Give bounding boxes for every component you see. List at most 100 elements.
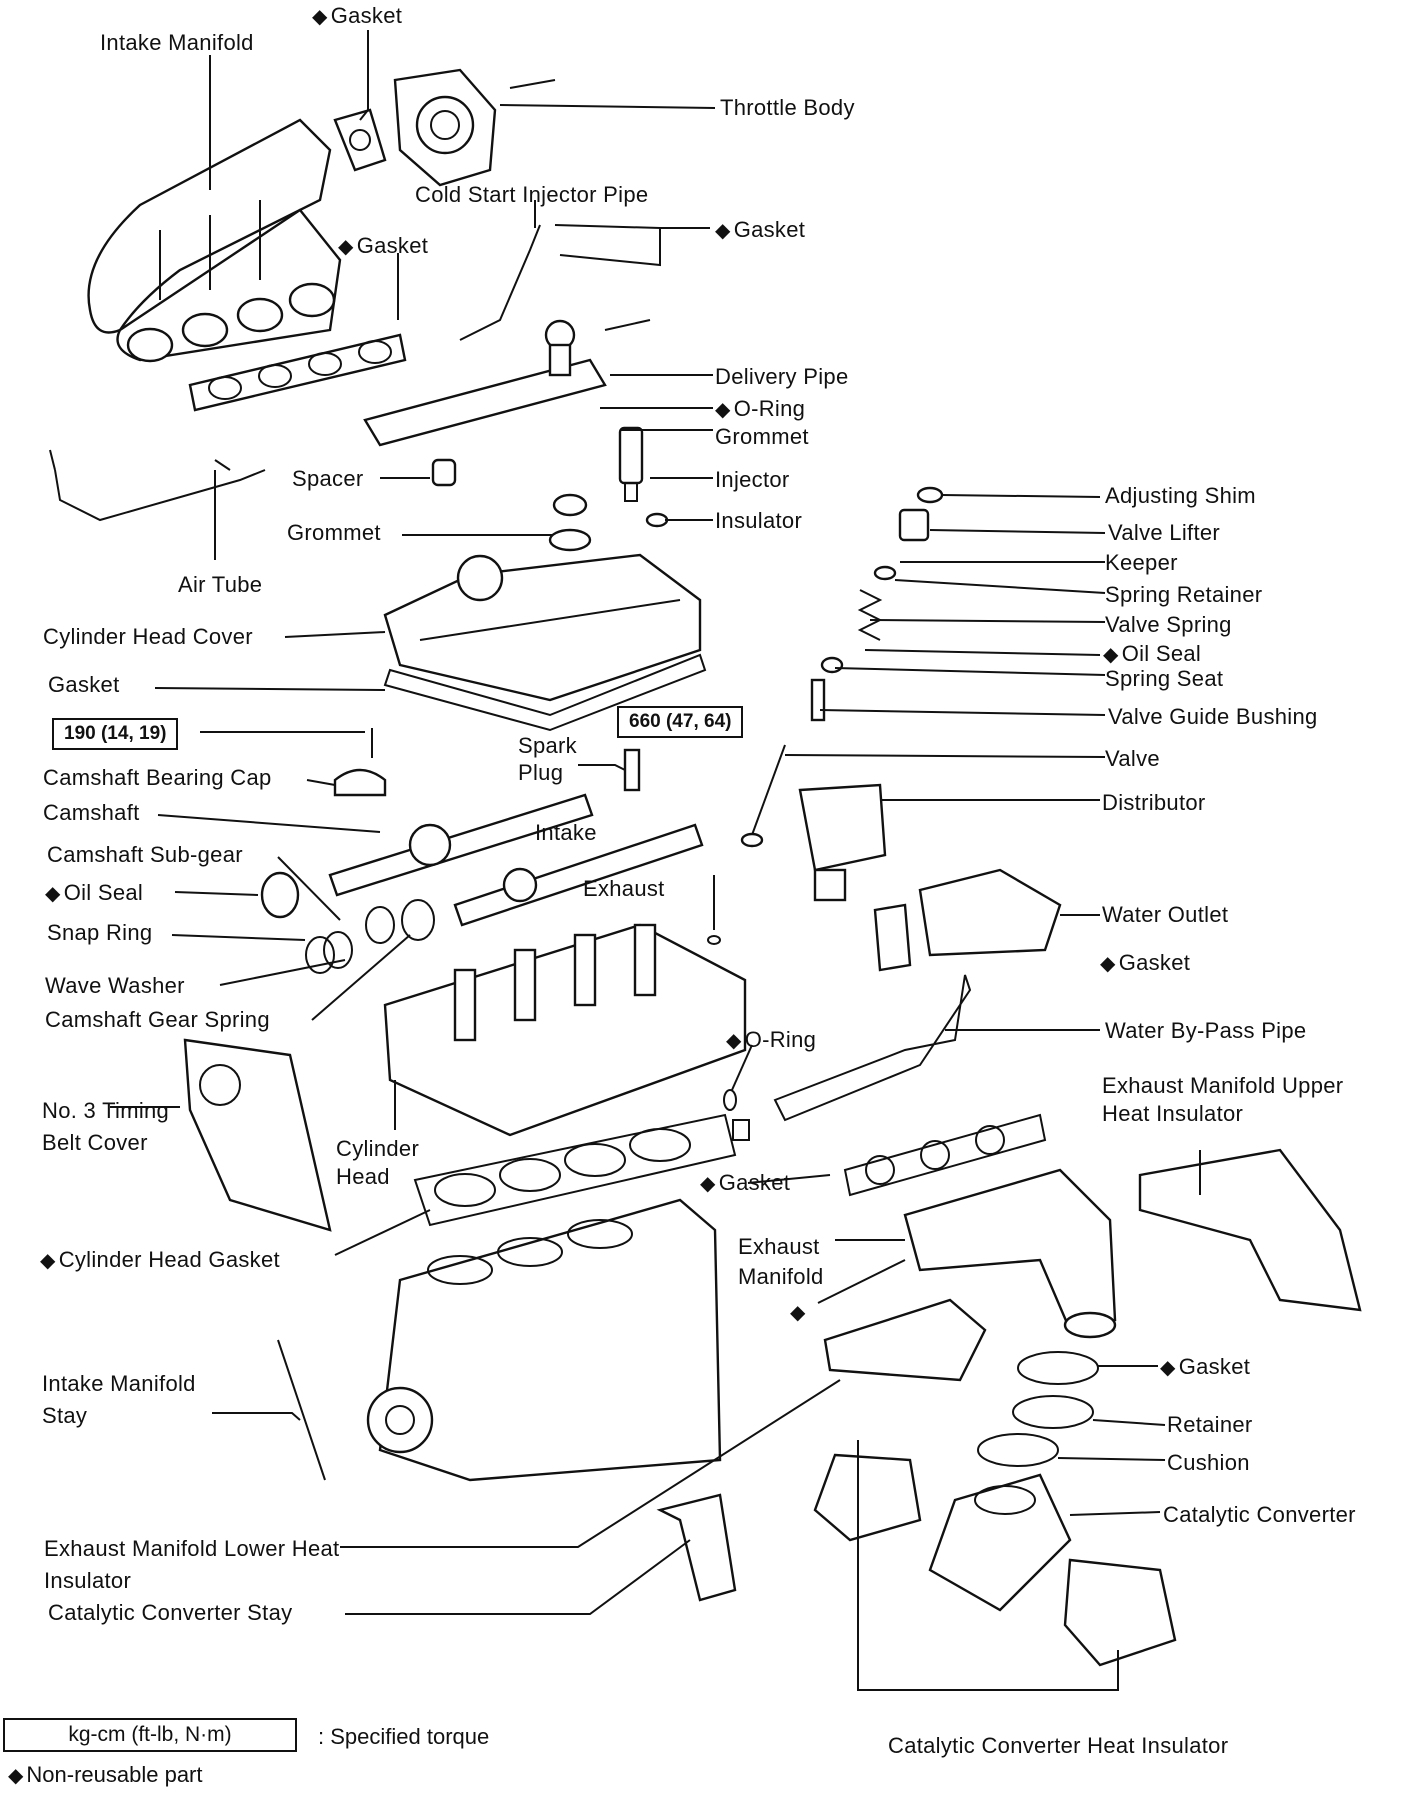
leader-lines [110,30,1201,1691]
bypass-gasket [732,1119,750,1141]
label-intake: Intake [535,820,597,845]
lower-insulator-part [823,1298,987,1382]
label-camshaft-sub-gear: Camshaft Sub-gear [47,842,243,867]
intake-gasket-holes [208,340,392,400]
head-gasket-part [413,1113,737,1227]
head-washer [707,935,721,945]
label-grommet-injector: Grommet [715,424,809,449]
delivery-pipe-part [363,319,651,447]
legend-non-reusable: Non-reusable part [8,1762,202,1788]
label-cylinder-head-cover: Cylinder Head Cover [43,624,253,649]
cold-start-pipe-part [459,224,541,341]
label-spacer: Spacer [292,466,364,491]
exhaust-rings-part [977,1351,1099,1467]
catalytic-stay-part [656,1493,737,1602]
label-valve: Valve [1105,746,1160,771]
label-intake-manifold: Intake Manifold [100,30,254,55]
label-gasket-water-outlet: Gasket [1100,950,1190,977]
label-spring-seat: Spring Seat [1105,666,1224,691]
catalytic-heat-insulator-a [813,1453,922,1542]
legend-torque-desc: : Specified torque [318,1724,490,1749]
label-delivery-pipe: Delivery Pipe [715,364,849,389]
label-o-ring-delivery: O-Ring [715,396,805,423]
valve-train-part [740,486,944,848]
engine-block-part [366,1198,722,1482]
bypass-o-ring [723,1089,737,1111]
cam-seal-rings [260,871,435,974]
label-water-outlet: Water Outlet [1102,902,1229,927]
label-exhaust-manifold: Exhaust Manifold [738,1234,824,1289]
label-gasket-cover: Gasket [48,672,120,697]
exhaust-gasket-part [843,1113,1047,1197]
air-tube-ends [49,449,231,471]
label-gasket-intake: Gasket [338,233,428,260]
water-outlet-part [873,868,1062,972]
grommet-part [548,493,592,552]
label-wave-washer: Wave Washer [45,973,185,998]
cylinder-head-part [383,923,747,1137]
spacer-part [431,458,457,487]
distributor-part [798,783,887,902]
label-snap-ring: Snap Ring [47,920,153,945]
label-distributor: Distributor [1102,790,1206,815]
label-exhaust: Exhaust [583,876,665,901]
label-timing-belt-cover: No. 3 Timing Belt Cover [42,1098,170,1155]
label-catalytic-converter-stay: Catalytic Converter Stay [48,1600,293,1625]
label-insulator: Insulator [715,508,803,533]
torque-box-cap-bolt: 190 (14, 19) [52,718,179,750]
catalytic-heat-insulator-b [1063,1558,1177,1667]
label-gasket-top: Gasket [312,3,402,30]
manifold-stay-part [277,1339,326,1481]
label-adjusting-shim: Adjusting Shim [1105,483,1256,508]
label-cushion: Cushion [1167,1450,1250,1475]
label-oil-seal-cam: Oil Seal [45,880,143,907]
label-exhaust-upper-insulator: Exhaust Manifold Upper Heat Insulator [1102,1073,1344,1126]
label-spark-plug-line2: Plug [518,760,564,785]
label-exhaust-lower-insulator: Exhaust Manifold Lower Heat Insulator [44,1536,340,1593]
upper-insulator-part [1138,1148,1362,1312]
label-cylinder-head-gasket: Cylinder Head Gasket [40,1247,280,1274]
label-camshaft-gear-spring: Camshaft Gear Spring [45,1007,270,1032]
label-water-bypass-pipe: Water By-Pass Pipe [1105,1018,1307,1043]
label-spark-plug-line1: Spark [518,733,577,758]
label-valve-lifter: Valve Lifter [1108,520,1221,545]
intake-manifold-part [87,118,342,363]
label-valve-spring: Valve Spring [1105,612,1232,637]
legend-torque-box: kg-cm (ft-lb, N·m) [3,1718,297,1752]
label-keeper: Keeper [1105,550,1178,575]
timing-cover-hole [199,1064,241,1106]
timing-belt-cover-part [183,1038,332,1232]
camshaft-exhaust-part [453,823,704,927]
label-gasket-cold-start: Gasket [715,217,805,244]
label-retainer: Retainer [1167,1412,1253,1437]
label-spring-retainer: Spring Retainer [1105,582,1263,607]
label-gasket-catalytic: Gasket [1160,1354,1250,1381]
label-cold-start-injector-pipe: Cold Start Injector Pipe [415,182,649,207]
label-catalytic-heat-insulator: Catalytic Converter Heat Insulator [888,1733,1229,1758]
exhaust-manifold-part [903,1168,1117,1339]
label-camshaft: Camshaft [43,800,140,825]
label-throttle-body: Throttle Body [720,95,855,120]
label-injector: Injector [715,467,790,492]
label-o-ring-bypass: O-Ring [726,1027,816,1054]
non-reusable-marker-exhaust: ◆ [790,1302,806,1324]
label-valve-guide-bushing: Valve Guide Bushing [1108,704,1318,729]
catalytic-converter-part [928,1473,1072,1612]
cover-gasket-part [383,653,707,732]
label-catalytic-converter: Catalytic Converter [1163,1502,1356,1527]
injector-part [618,426,669,528]
throttle-body-part [333,68,556,187]
label-oil-seal-valve: Oil Seal [1103,641,1201,668]
air-tube-part [54,469,266,522]
bearing-cap-part [333,768,387,797]
label-camshaft-bearing-cap: Camshaft Bearing Cap [43,765,272,790]
spark-plug-part [623,748,641,792]
camshaft-intake-part [328,793,594,897]
label-cylinder-head: Cylinder Head [336,1136,420,1189]
label-grommet-cover: Grommet [287,520,381,545]
label-intake-manifold-stay: Intake Manifold Stay [42,1371,196,1428]
label-air-tube: Air Tube [178,572,263,597]
intake-gasket-part [188,333,407,412]
water-bypass-pipe-part [773,974,972,1122]
